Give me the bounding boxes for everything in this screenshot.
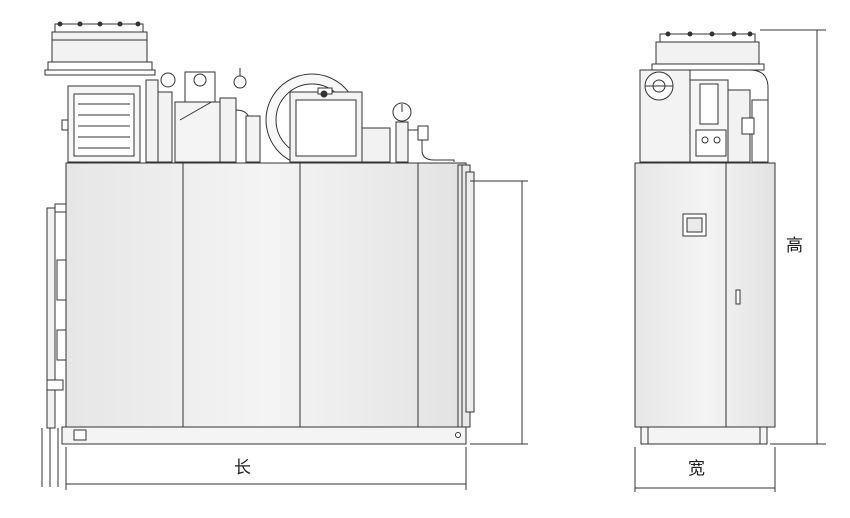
left-side-pipes [41, 203, 67, 487]
side-view [634, 29, 826, 492]
side-filter-housing [651, 31, 765, 71]
valve-assembly [145, 68, 261, 163]
length-dimension-line [65, 447, 467, 490]
length-label: 长 [234, 458, 251, 478]
height-dimension-line [760, 29, 826, 445]
front-view [41, 21, 528, 490]
blower-fan [265, 73, 391, 167]
height-label: 高 [786, 236, 803, 256]
width-label: 宽 [688, 459, 705, 479]
filter-housing [44, 21, 156, 76]
side-cabinet [634, 162, 776, 428]
side-burner-equipment [639, 69, 769, 163]
body-height-dimension-line [470, 180, 528, 445]
base-skid [61, 426, 467, 445]
width-dimension-line [634, 447, 776, 492]
side-base [640, 426, 768, 445]
boiler-body [65, 162, 475, 428]
pressure-gauge [392, 102, 455, 163]
burner-box [61, 85, 141, 163]
